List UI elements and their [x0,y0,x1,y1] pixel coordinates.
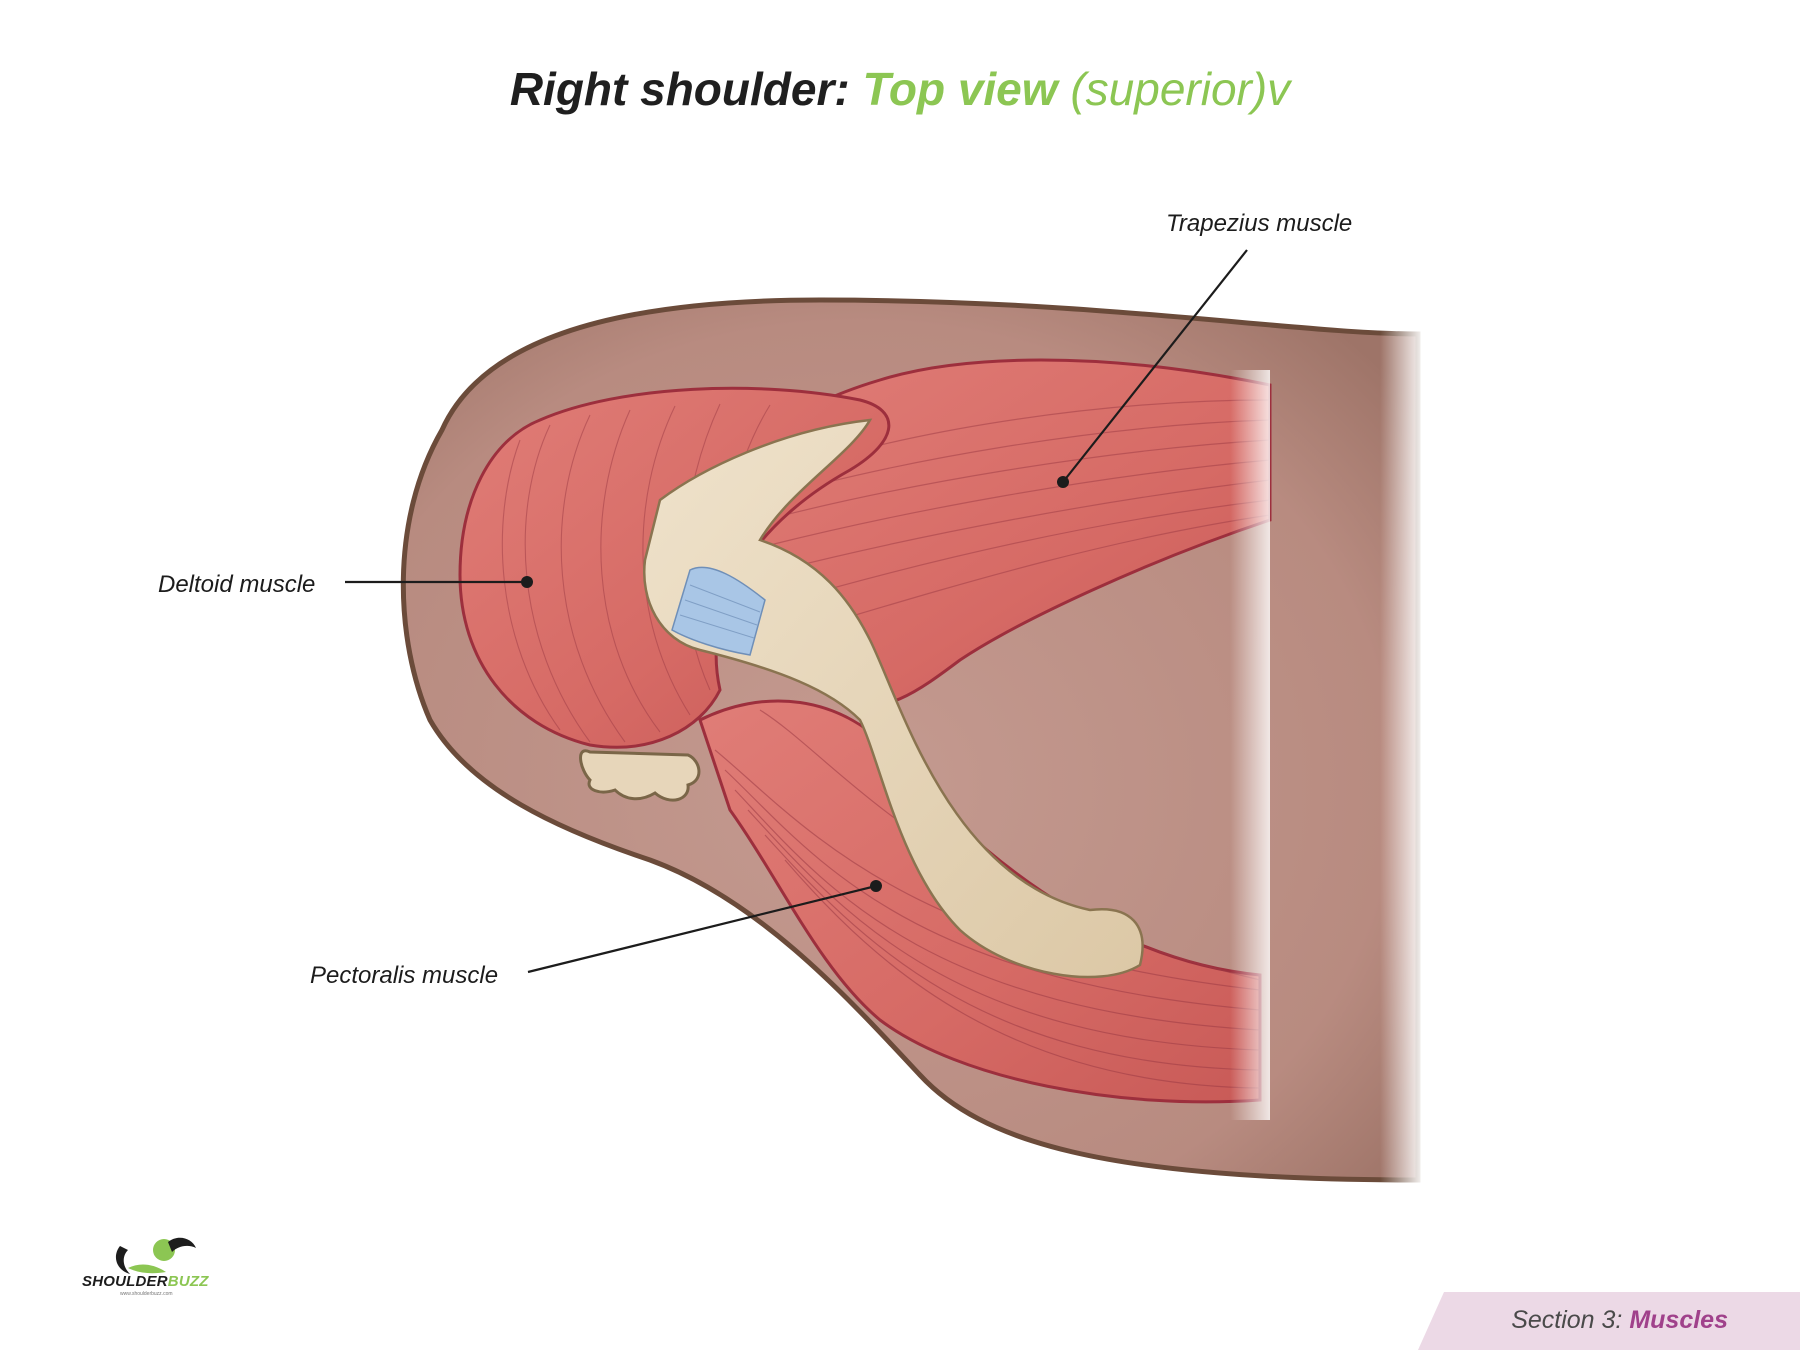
section-footer-text: Section 3: Muscles [1511,1306,1728,1335]
title-part-2: Top view [862,63,1058,115]
pectoralis-dot [870,880,882,892]
title-part-3: (superior)v [1070,63,1291,115]
skin-fade [1380,320,1425,1190]
trapezius-label: Trapezius muscle [1166,210,1353,237]
humerus-head [579,749,701,802]
trapezius-leader-line [1062,249,1248,483]
muscle-fade [1230,370,1270,1120]
title-part-1: Right shoulder: [509,63,850,115]
pectoralis-label: Pectoralis muscle [310,962,499,989]
section-topic: Muscles [1629,1306,1728,1334]
logo-name-part-2: BUZZ [167,1273,209,1290]
section-number: Section 3: [1511,1306,1623,1334]
logo-url: www.shoulderbuzz.com [120,1291,173,1297]
section-footer: Section 3: Muscles [1418,1292,1800,1350]
trapezius-dot [1057,476,1069,488]
logo-wordmark: SHOULDERBUZZ [82,1273,209,1290]
deltoid-dot [521,576,533,588]
clavicle-bone [643,418,1144,979]
page-title: Right shoulder: Top view (superior)v [0,62,1800,116]
logo-name-part-1: SHOULDER [82,1273,168,1290]
deltoid-label: Deltoid muscle [158,571,316,598]
pectoralis-leader-line [527,884,877,974]
ligament-fibers [679,584,761,639]
shoulderbuzz-logo-icon [115,1237,196,1274]
